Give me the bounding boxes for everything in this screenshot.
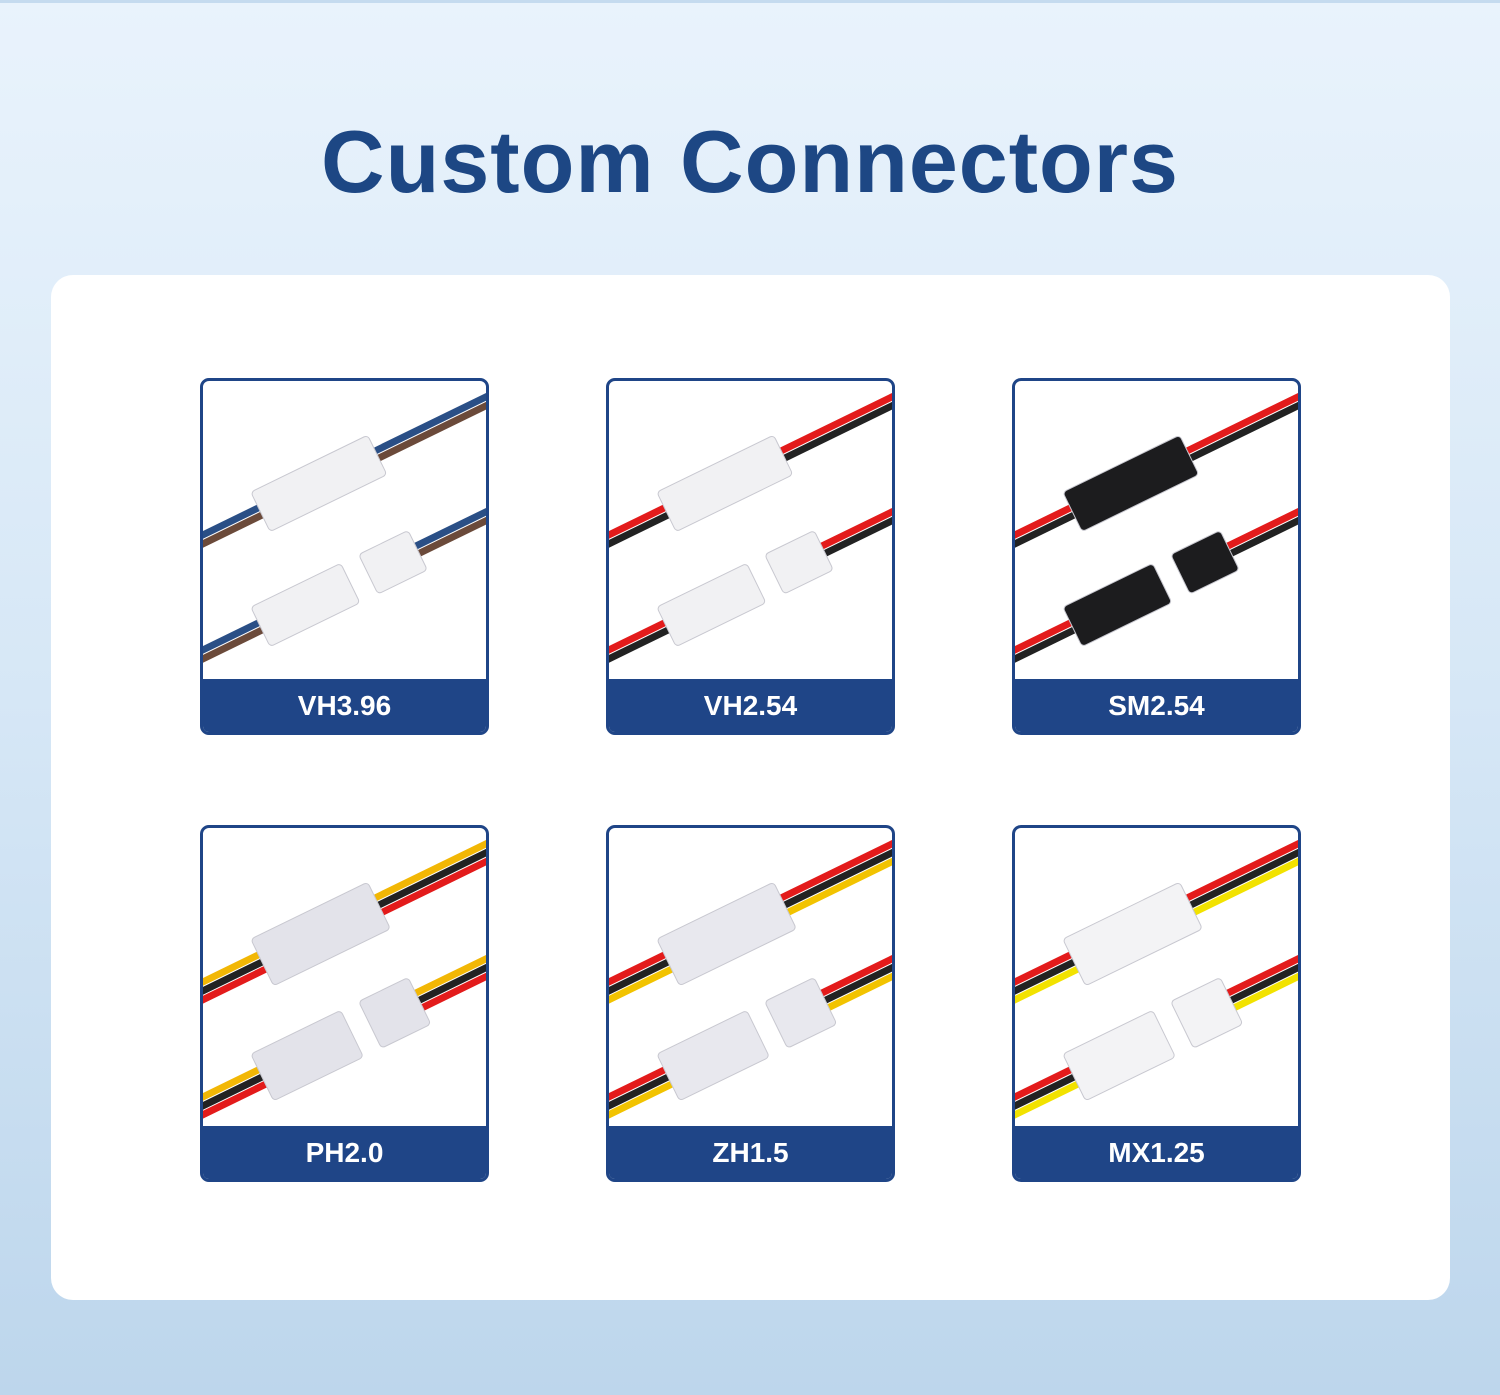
wire	[815, 492, 892, 552]
connector-image	[1015, 828, 1298, 1123]
wire-bundle	[609, 828, 892, 1008]
connector-card-mx125[interactable]: MX1.25	[1012, 825, 1301, 1182]
wire-bundle	[203, 939, 486, 1123]
wire	[815, 939, 892, 999]
wire	[409, 492, 486, 552]
connector-label: ZH1.5	[609, 1126, 892, 1179]
wire	[819, 946, 892, 1006]
wire	[1221, 492, 1298, 552]
connector-image	[609, 828, 892, 1123]
connector-label: VH2.54	[609, 679, 892, 732]
connector-image	[203, 828, 486, 1123]
wire	[409, 939, 486, 999]
connector-housing	[359, 978, 431, 1048]
connector-housing	[1171, 978, 1243, 1048]
wire-bundle	[1015, 828, 1298, 1008]
wire-bundle	[1015, 381, 1298, 554]
connector-housing	[251, 564, 360, 646]
wire-bundle	[203, 381, 486, 554]
connector-housing	[1063, 882, 1202, 986]
wire-bundle	[1015, 492, 1298, 669]
connector-housing	[251, 882, 390, 986]
connector-housing	[251, 1011, 363, 1101]
connector-housing	[359, 531, 427, 594]
connector-housing	[251, 435, 387, 531]
connector-label: VH3.96	[203, 679, 486, 732]
wire-bundle	[609, 381, 892, 554]
wire	[1228, 953, 1298, 1013]
wire	[822, 953, 892, 1013]
wire	[413, 499, 486, 559]
connector-card-ph20[interactable]: PH2.0	[200, 825, 489, 1182]
connector-housing	[657, 1011, 769, 1101]
connector-housing	[1063, 1011, 1175, 1101]
connector-housing	[765, 978, 837, 1048]
wire	[416, 953, 486, 1013]
connector-card-sm254[interactable]: SM2.54	[1012, 378, 1301, 735]
wire	[1225, 499, 1298, 559]
connector-image	[609, 381, 892, 669]
connector-housing	[1063, 564, 1172, 646]
connector-housing	[1063, 435, 1199, 531]
connector-card-vh396[interactable]: VH3.96	[200, 378, 489, 735]
connector-housing	[765, 531, 833, 594]
wire	[819, 499, 892, 559]
connector-image	[203, 381, 486, 669]
connector-label: MX1.25	[1015, 1126, 1298, 1179]
wire	[413, 946, 486, 1006]
page-title: Custom Connectors	[321, 112, 1179, 211]
connector-card-zh15[interactable]: ZH1.5	[606, 825, 895, 1182]
wire-bundle	[609, 939, 892, 1123]
connector-image	[1015, 381, 1298, 669]
wire-bundle	[1015, 939, 1298, 1123]
connector-housing	[657, 435, 793, 531]
connector-label: SM2.54	[1015, 679, 1298, 732]
wire-bundle	[203, 492, 486, 669]
connector-housing	[657, 564, 766, 646]
wire	[1221, 939, 1298, 999]
connector-housing	[1171, 531, 1239, 594]
connector-card-vh254[interactable]: VH2.54	[606, 378, 895, 735]
connector-housing	[657, 882, 796, 986]
connector-label: PH2.0	[203, 1126, 486, 1179]
wire	[1225, 946, 1298, 1006]
wire-bundle	[203, 828, 486, 1008]
wire-bundle	[609, 492, 892, 669]
